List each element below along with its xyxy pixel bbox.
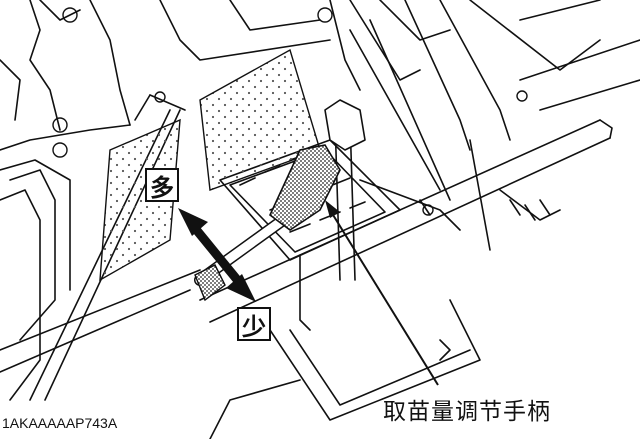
tray-edge	[0, 124, 131, 151]
callout-text: 取苗量调节手柄	[383, 399, 551, 425]
stippled-panel-left	[99, 118, 181, 282]
callout-leader	[329, 209, 439, 386]
more-label: 多	[145, 168, 179, 202]
figure-code: 1AKAAAAAP743A	[2, 415, 118, 431]
less-label: 少	[237, 307, 271, 341]
handle-grip	[269, 144, 341, 231]
adjust-arrow-icon	[178, 208, 256, 302]
lower-grip	[194, 264, 226, 302]
base-plate	[269, 299, 481, 421]
sprocket-group	[52, 7, 528, 216]
top-frame-line	[39, 0, 81, 21]
left-rod	[0, 269, 201, 351]
